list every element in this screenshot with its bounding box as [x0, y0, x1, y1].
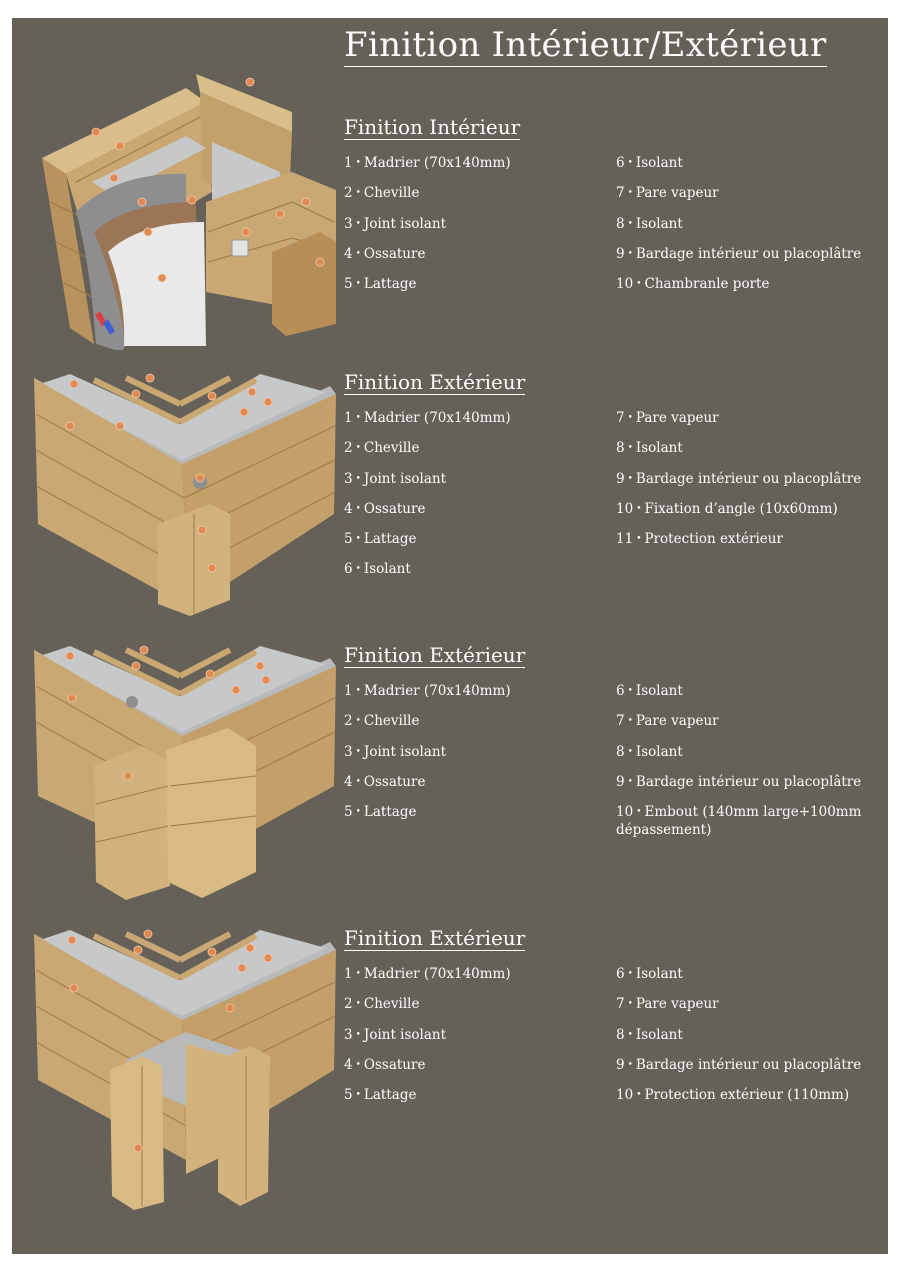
parts-list-right: 6•Isolant 7•Pare vapeur 8•Isolant 9•Bard…	[616, 682, 886, 843]
list-item: 7•Pare vapeur	[616, 185, 719, 202]
list-item: 8•Isolant	[616, 215, 683, 232]
list-item: 2•Cheville	[344, 996, 420, 1013]
list-item: 1•Madrier (70x140mm)	[344, 155, 511, 171]
section-title-interior: Finition Intérieur	[344, 115, 521, 140]
list-item: 8•Isolant	[616, 440, 683, 457]
list-item: 8•Isolant	[616, 743, 683, 760]
list-item: 8•Isolant	[616, 1026, 683, 1043]
list-item: 4•Ossature	[344, 773, 426, 790]
list-item: 9•Bardage intérieur ou placoplâtre	[616, 773, 862, 790]
exterior-finish-illustration-1	[34, 373, 336, 616]
parts-list-right: 6•Isolant 7•Pare vapeur 8•Isolant 9•Bard…	[616, 154, 861, 305]
parts-list-left: 1•Madrier (70x140mm) 2•Cheville 3•Joint …	[344, 965, 511, 1116]
list-item: 5•Lattage	[344, 804, 417, 821]
list-item: 7•Pare vapeur	[616, 410, 719, 426]
list-item: 2•Cheville	[344, 713, 420, 730]
list-item: 5•Lattage	[344, 276, 417, 293]
list-item: 10•Protection extérieur (110mm)	[616, 1087, 850, 1104]
list-item: 10•Fixation d’angle (10x60mm)	[616, 500, 838, 517]
list-item: 5•Lattage	[344, 1087, 417, 1104]
list-item: 6•Isolant	[344, 561, 411, 578]
list-item: 6•Isolant	[616, 683, 683, 699]
list-item: 6•Isolant	[616, 966, 683, 982]
interior-finish-illustration	[42, 74, 336, 350]
list-item: 1•Madrier (70x140mm)	[344, 966, 511, 982]
section-title-exterior-3: Finition Extérieur	[344, 926, 526, 951]
list-item: 3•Joint isolant	[344, 215, 447, 232]
page-title: Finition Intérieur/Extérieur	[344, 25, 827, 67]
list-item: 2•Cheville	[344, 185, 420, 202]
parts-list-left: 1•Madrier (70x140mm) 2•Cheville 3•Joint …	[344, 409, 511, 591]
list-item: 9•Bardage intérieur ou placoplâtre	[616, 470, 862, 487]
list-item: 2•Cheville	[344, 440, 420, 457]
list-item: 3•Joint isolant	[344, 470, 447, 487]
list-item: 9•Bardage intérieur ou placoplâtre	[616, 1056, 862, 1073]
list-item: 4•Ossature	[344, 1056, 426, 1073]
list-item: 11•Protection extérieur	[616, 531, 783, 548]
exterior-finish-illustration-2	[34, 645, 336, 900]
parts-list-right: 6•Isolant 7•Pare vapeur 8•Isolant 9•Bard…	[616, 965, 861, 1116]
list-item: 1•Madrier (70x140mm)	[344, 410, 511, 426]
list-item: 9•Bardage intérieur ou placoplâtre	[616, 245, 862, 262]
list-item: 10•Chambranle porte	[616, 276, 770, 293]
list-item: 3•Joint isolant	[344, 1026, 447, 1043]
parts-list-left: 1•Madrier (70x140mm) 2•Cheville 3•Joint …	[344, 682, 511, 833]
list-item: 1•Madrier (70x140mm)	[344, 683, 511, 699]
list-item: 6•Isolant	[616, 155, 683, 171]
parts-list-left: 1•Madrier (70x140mm) 2•Cheville 3•Joint …	[344, 154, 511, 305]
exterior-finish-illustration-3	[34, 929, 336, 1210]
list-item: 7•Pare vapeur	[616, 713, 719, 730]
list-item: 5•Lattage	[344, 531, 417, 548]
parts-list-right: 7•Pare vapeur 8•Isolant 9•Bardage intéri…	[616, 409, 861, 560]
section-title-exterior-2: Finition Extérieur	[344, 643, 526, 668]
list-item: 3•Joint isolant	[344, 743, 447, 760]
list-item: 10•Embout (140mm large+100mm dépassement…	[616, 804, 862, 839]
list-item: 7•Pare vapeur	[616, 996, 719, 1013]
list-item: 4•Ossature	[344, 500, 426, 517]
list-item: 4•Ossature	[344, 245, 426, 262]
section-title-exterior-1: Finition Extérieur	[344, 370, 526, 395]
